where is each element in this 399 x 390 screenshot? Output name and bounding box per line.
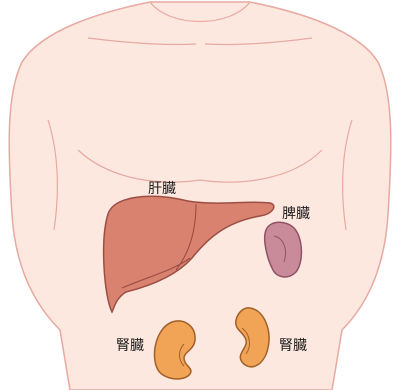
kidney-right-label: 腎臓 bbox=[279, 338, 307, 354]
liver-label: 肝臓 bbox=[148, 181, 176, 197]
spleen-label: 脾臓 bbox=[282, 206, 310, 222]
kidney-left-label: 腎臓 bbox=[116, 338, 144, 354]
torso-outline bbox=[9, 2, 391, 390]
